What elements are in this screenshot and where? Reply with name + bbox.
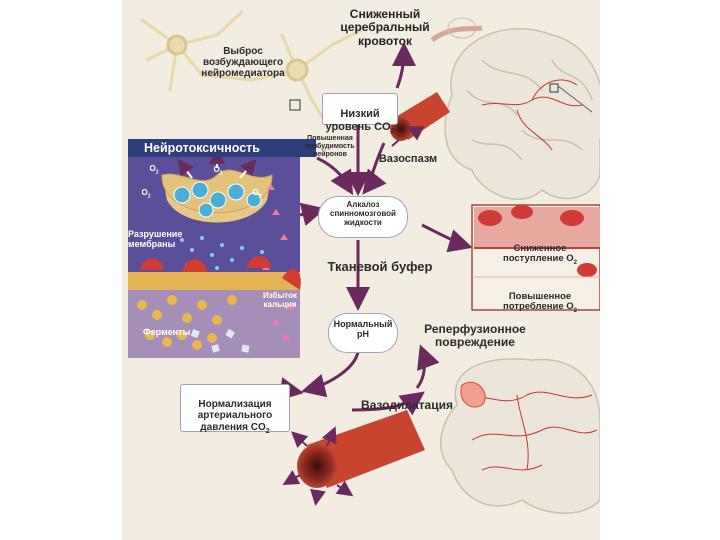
membrane-damage-label: Разрушение мембраны (128, 229, 183, 250)
reduced-blood-flow-label: Сниженный церебральный кровоток (340, 7, 430, 48)
brain-top-illustration (430, 17, 600, 200)
oxygen-panel (471, 204, 600, 311)
o2-marker-4: O2 (252, 187, 262, 200)
reduced-o2-supply-label: Сниженное поступление O2 (502, 242, 578, 267)
vasospasm-label: Вазоспазм (378, 153, 438, 165)
neurotoxicity-title: Нейротоксичность (128, 139, 316, 157)
normalization-box: Нормализация артериального давления CO2 (180, 384, 290, 435)
enzymes-label: Ферменты (143, 327, 191, 337)
tissue-buffer-label: Тканевой буфер (327, 259, 433, 274)
normalization-label: Нормализация артериального давления CO2 (197, 399, 273, 435)
alkalosis-label: Алкалоз спинномозговой жидкости (330, 200, 396, 227)
o2-marker-3: O2 (213, 164, 223, 177)
increased-excitability-label: Повышенная возбудимость нейронов (305, 135, 355, 158)
low-co2-subscript: 2 (390, 127, 395, 135)
zoom-marker-neuron (289, 99, 301, 111)
o2-marker-2: O2 (141, 187, 151, 200)
flow-arrows (299, 42, 473, 416)
normal-ph-label: Нормальный pH (333, 319, 393, 340)
diagram-canvas (128, 10, 600, 514)
reperfusion-injury-label: Реперфузионное повреждение (424, 322, 526, 350)
neurotoxicity-inset (128, 148, 301, 358)
excess-calcium-label: Избыток кальция (262, 291, 297, 309)
low-co2-box: Низкий уровень CO2 (322, 93, 398, 135)
normal-ph-box: Нормальный pH (328, 313, 398, 353)
illustration-panel: Нейротоксичность (122, 0, 600, 540)
o2-marker-1: O2 (149, 163, 159, 176)
neuron-illustration (140, 10, 364, 127)
brain-bottom-illustration (440, 358, 600, 514)
low-co2-label: Низкий уровень CO (325, 108, 391, 133)
increased-o2-demand-label: Повышенное потребление O2 (503, 290, 577, 315)
neurotransmitter-release-label: Выброс возбуждающего нейромедиатора (201, 46, 285, 80)
vasodilation-label: Вазодилатация (361, 398, 453, 412)
vasodilation-vessel (282, 410, 425, 506)
alkalosis-box: Алкалоз спинномозговой жидкости (318, 196, 408, 238)
